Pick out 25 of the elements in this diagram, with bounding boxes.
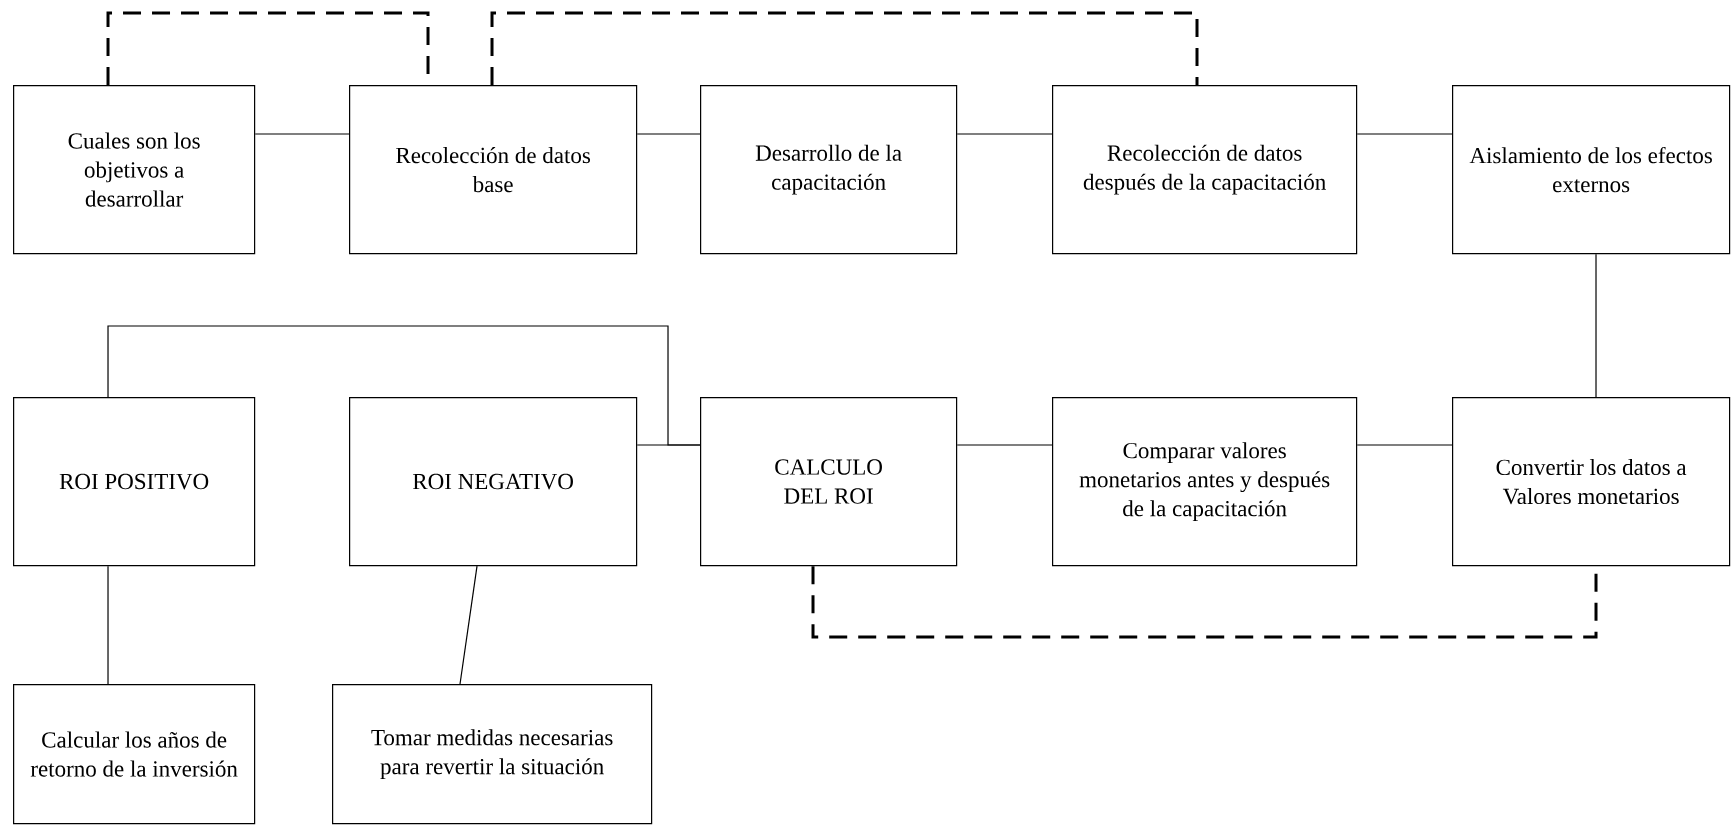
process-box: Comparar valores monetarios antes y después de la capacitación (1052, 397, 1358, 567)
process-box: ROI NEGATIVO (349, 397, 638, 567)
process-box: Calcular los años de retorno de la inversión (13, 684, 256, 825)
process-box: Cuales son los objetivos a desarrollar (13, 85, 256, 255)
connector-line (1356, 133, 1453, 135)
dashed-connector (490, 11, 1199, 85)
dashed-connector (106, 11, 430, 85)
process-box: Recolección de datos base (349, 85, 638, 255)
process-box: Aislamiento de los efectos externos (1452, 85, 1731, 255)
connector-line (636, 133, 701, 135)
process-box: Desarrollo de la capacitación (700, 85, 958, 255)
connector-line (107, 565, 109, 685)
process-box: Convertir los datos a Valores monetarios (1452, 397, 1731, 567)
connector-line (1595, 253, 1597, 398)
connector-line (956, 444, 1053, 446)
connector-line (459, 565, 478, 685)
process-box: ROI POSITIVO (13, 397, 256, 567)
process-box: Tomar medidas necesarias para revertir la situación (332, 684, 653, 825)
connector-line (254, 133, 350, 135)
connector-line (956, 133, 1053, 135)
connector-line (107, 325, 701, 446)
dashed-connector (811, 566, 1598, 639)
process-box: Recolección de datos después de la capacitación (1052, 85, 1358, 255)
process-box: CALCULO DEL ROI (700, 397, 958, 567)
connector-line (1356, 444, 1453, 446)
